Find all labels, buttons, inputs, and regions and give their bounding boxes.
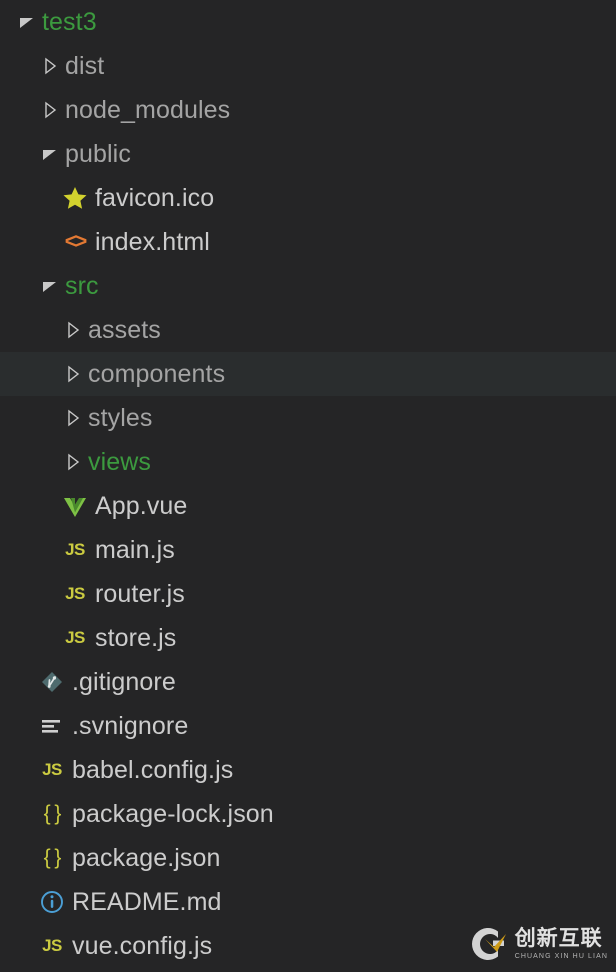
chevron-collapsed-icon[interactable]	[62, 407, 84, 429]
js-icon: JS	[65, 628, 85, 647]
chevron-collapsed-icon[interactable]	[62, 319, 84, 341]
js-icon: JS	[65, 540, 85, 559]
folder-spacer	[61, 273, 65, 299]
tree-file-row[interactable]: favicon.ico	[0, 176, 616, 220]
chuangxin-logo-icon	[471, 928, 506, 960]
tree-folder-row[interactable]: assets	[0, 308, 616, 352]
tree-folder-row[interactable]: test3	[0, 0, 616, 44]
folder-spacer	[61, 141, 65, 167]
js-icon: JS	[42, 760, 62, 779]
info-icon	[39, 889, 65, 915]
tree-item-label: main.js	[95, 536, 175, 564]
folder-spacer	[84, 317, 88, 343]
chevron-collapsed-icon[interactable]	[39, 55, 61, 77]
tree-item-label: components	[88, 360, 226, 388]
tree-item-label: store.js	[95, 624, 177, 652]
tree-item-label: README.md	[72, 888, 222, 916]
chevron-collapsed-icon[interactable]	[62, 451, 84, 473]
tree-item-label: index.html	[95, 228, 210, 256]
tree-folder-row[interactable]: views	[0, 440, 616, 484]
tree-file-row[interactable]: { } package-lock.json	[0, 792, 616, 836]
tree-folder-row[interactable]: components	[0, 352, 616, 396]
text-lines-icon	[39, 713, 65, 739]
tree-item-label: styles	[88, 404, 153, 432]
chevron-expanded-icon[interactable]	[16, 11, 38, 33]
watermark-title: 创新互联	[514, 927, 603, 950]
tree-item-label: router.js	[95, 580, 185, 608]
tree-file-row[interactable]: App.vue	[0, 484, 616, 528]
tree-item-label: vue.config.js	[72, 932, 213, 960]
git-icon	[39, 669, 65, 695]
tree-folder-row[interactable]: public	[0, 132, 616, 176]
tree-item-label: package-lock.json	[72, 800, 274, 828]
tree-item-label: views	[88, 448, 152, 476]
tree-item-label: package.json	[72, 844, 221, 872]
tree-folder-row[interactable]: dist	[0, 44, 616, 88]
tree-file-row[interactable]: .gitignore	[0, 660, 616, 704]
chevron-collapsed-icon[interactable]	[39, 99, 61, 121]
js-icon: JS	[65, 584, 85, 603]
star-icon	[62, 185, 88, 211]
tree-item-label: babel.config.js	[72, 756, 234, 784]
tree-file-row[interactable]: JS router.js	[0, 572, 616, 616]
tree-file-row[interactable]: { } package.json	[0, 836, 616, 880]
chevron-expanded-icon[interactable]	[39, 143, 61, 165]
folder-spacer	[61, 53, 65, 79]
tree-folder-row[interactable]: styles	[0, 396, 616, 440]
tree-file-row[interactable]: .svnignore	[0, 704, 616, 748]
tree-folder-row[interactable]: src	[0, 264, 616, 308]
json-icon: { }	[43, 802, 62, 825]
folder-spacer	[61, 97, 65, 123]
tree-item-label: .gitignore	[72, 668, 176, 696]
chevron-collapsed-icon[interactable]	[62, 363, 84, 385]
tree-item-label: dist	[65, 52, 105, 80]
tree-item-label: node_modules	[65, 96, 231, 124]
vue-icon	[62, 493, 88, 519]
tree-file-row[interactable]: JS main.js	[0, 528, 616, 572]
tree-item-label: assets	[88, 316, 161, 344]
tree-file-row[interactable]: JS vue.config.js	[0, 924, 616, 968]
tree-item-label: public	[65, 140, 131, 168]
tree-item-label: App.vue	[95, 492, 188, 520]
tree-file-row[interactable]: JS store.js	[0, 616, 616, 660]
tree-folder-row[interactable]: node_modules	[0, 88, 616, 132]
tree-item-label: favicon.ico	[95, 184, 215, 212]
tree-item-label: src	[65, 272, 99, 300]
folder-spacer	[84, 449, 88, 475]
tree-file-row[interactable]: JS babel.config.js	[0, 748, 616, 792]
json-icon: { }	[43, 846, 62, 869]
folder-spacer	[38, 9, 42, 35]
watermark-logo: 创新互联 CHUANG XIN HU LIAN	[465, 922, 608, 966]
tree-file-row[interactable]: README.md	[0, 880, 616, 924]
tree-item-label: .svnignore	[72, 712, 189, 740]
watermark-subtitle: CHUANG XIN HU LIAN	[514, 953, 608, 960]
folder-spacer	[84, 361, 88, 387]
html-icon: <>	[64, 230, 87, 253]
js-icon: JS	[42, 936, 62, 955]
folder-spacer	[84, 405, 88, 431]
chevron-expanded-icon[interactable]	[39, 275, 61, 297]
tree-file-row[interactable]: <> index.html	[0, 220, 616, 264]
tree-item-label: test3	[42, 8, 97, 36]
